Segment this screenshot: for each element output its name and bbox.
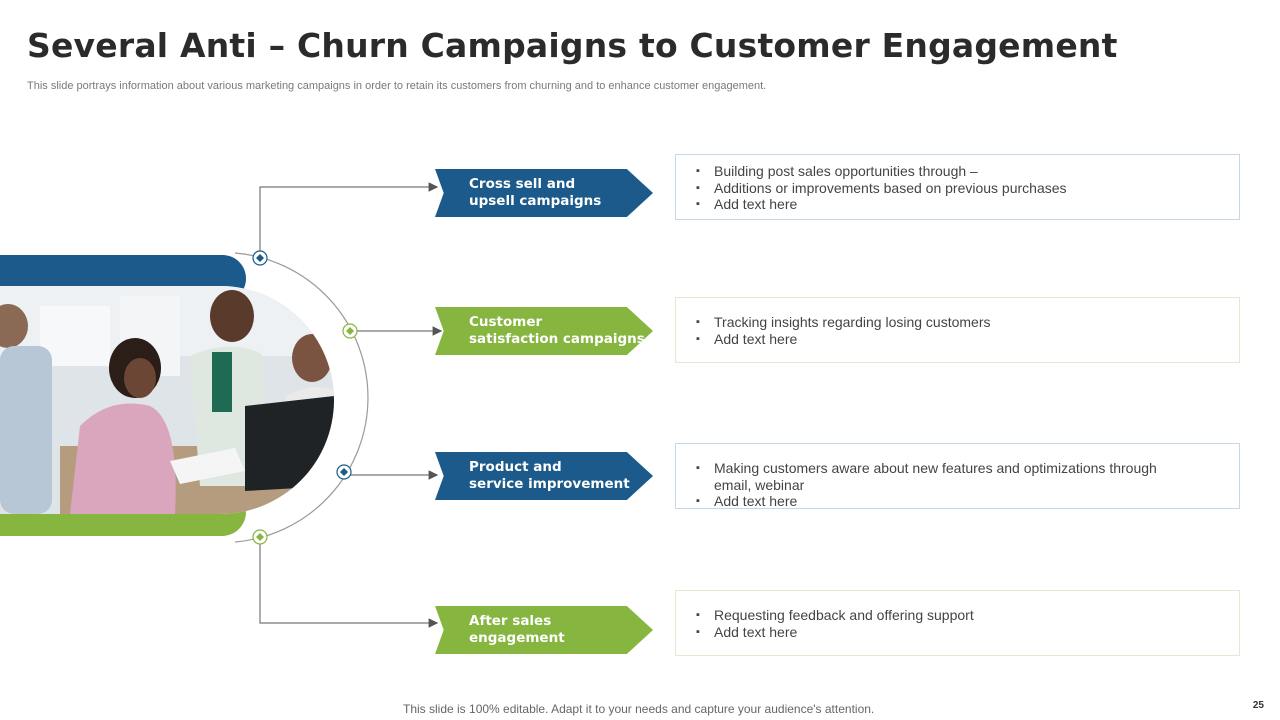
campaign-box-product-service: Making customers aware about new feature… <box>675 443 1240 509</box>
campaign-label-product-service: Product and service improvement <box>435 452 653 500</box>
node-dot-2 <box>342 323 358 339</box>
campaign-box-after-sales: Requesting feedback and offering support… <box>675 590 1240 656</box>
page-subtitle: This slide portrays information about va… <box>27 80 767 92</box>
node-dot-4 <box>252 529 268 545</box>
bullet-item: Additions or improvements based on previ… <box>696 180 1239 197</box>
bullet-item: Building post sales opportunities throug… <box>696 163 1239 180</box>
bullet-item: Add text here <box>696 493 1239 510</box>
campaign-label-text: Customer satisfaction campaigns <box>469 314 645 347</box>
node-dot-3 <box>336 464 352 480</box>
bullet-item: Add text here <box>696 624 1239 641</box>
bullet-item: Making customers aware about new feature… <box>696 460 1239 493</box>
campaign-label-customer-satisfaction: Customer satisfaction campaigns <box>435 307 653 355</box>
campaign-label-cross-sell: Cross sell and upsell campaigns <box>435 169 653 217</box>
campaign-label-after-sales: After sales engagement <box>435 606 653 654</box>
page-title: Several Anti – Churn Campaigns to Custom… <box>27 26 1118 65</box>
campaign-box-customer-satisfaction: Tracking insights regarding losing custo… <box>675 297 1240 363</box>
bullet-item: Requesting feedback and offering support <box>696 607 1239 624</box>
page-number: 25 <box>1252 700 1264 711</box>
campaign-label-text: Cross sell and upsell campaigns <box>469 176 602 209</box>
bullet-item: Tracking insights regarding losing custo… <box>696 314 1239 331</box>
bullet-item: Add text here <box>696 331 1239 348</box>
campaign-label-text: Product and service improvement <box>469 459 630 492</box>
campaign-label-text: After sales engagement <box>469 613 565 646</box>
footer-note: This slide is 100% editable. Adapt it to… <box>403 702 875 716</box>
campaign-box-cross-sell: Building post sales opportunities throug… <box>675 154 1240 220</box>
node-dot-1 <box>252 250 268 266</box>
bullet-item: Add text here <box>696 196 1239 213</box>
team-meeting-photo <box>0 286 334 514</box>
